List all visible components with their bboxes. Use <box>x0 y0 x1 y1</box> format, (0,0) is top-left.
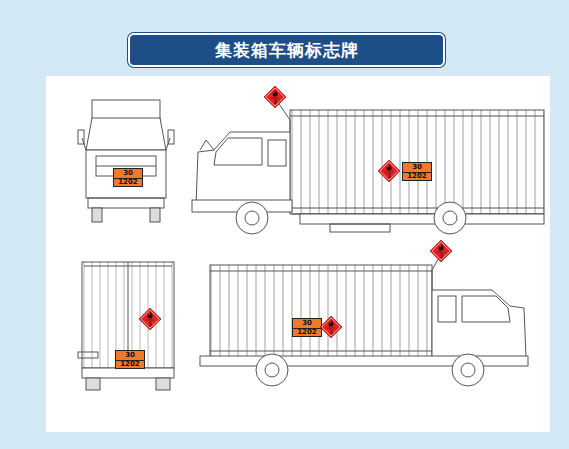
orange-plate: 301202 <box>113 168 143 187</box>
white-panel <box>46 76 550 432</box>
un-number: 1202 <box>296 329 317 336</box>
hazard-diamond: 3 <box>139 308 161 330</box>
class-number: 3 <box>320 329 342 335</box>
class-number: 3 <box>430 253 452 259</box>
un-number: 1202 <box>119 361 140 368</box>
hazard-diamond: 3 <box>320 316 342 338</box>
class-number: 3 <box>139 321 161 327</box>
front-view <box>78 100 174 222</box>
orange-plate: 301202 <box>115 350 145 369</box>
right-side-truck <box>200 256 528 386</box>
hazard-diamond: 3 <box>430 240 452 262</box>
orange-plate: 301202 <box>292 318 322 337</box>
title-band: 集装箱车辆标志牌 <box>128 33 445 67</box>
title-text: 集装箱车辆标志牌 <box>215 39 359 62</box>
hazard-number: 30 <box>113 170 143 179</box>
orange-plate: 301202 <box>402 162 432 181</box>
hazard-number: 30 <box>115 352 145 361</box>
class-number: 3 <box>378 173 400 179</box>
hazard-diamond: 3 <box>264 86 286 108</box>
un-number: 1202 <box>117 179 138 186</box>
un-number: 1202 <box>406 173 427 180</box>
rear-view <box>78 262 174 390</box>
hazard-diamond: 3 <box>378 160 400 182</box>
hazard-number: 30 <box>402 164 432 173</box>
class-number: 3 <box>264 99 286 105</box>
left-side-truck <box>192 98 544 234</box>
hazard-number: 30 <box>292 320 322 329</box>
